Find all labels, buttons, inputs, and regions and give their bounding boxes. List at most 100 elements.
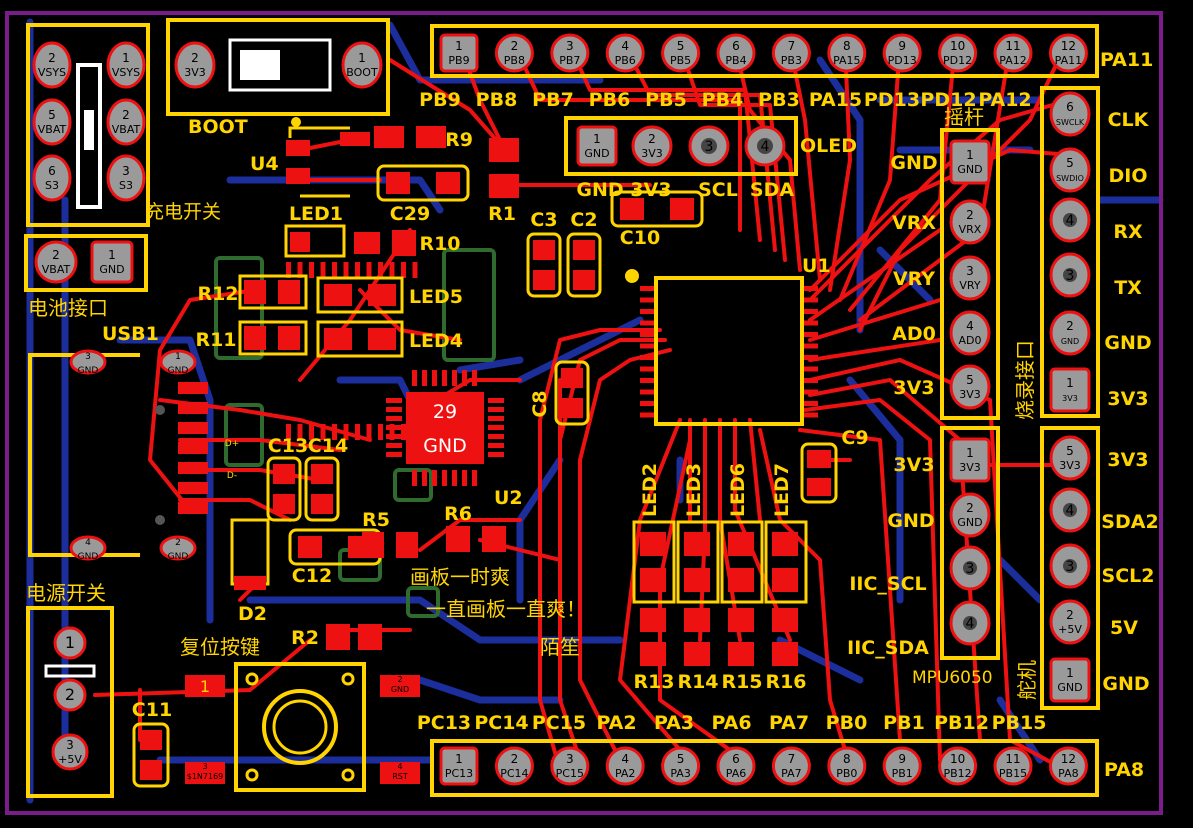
program-port-silk-label: RX <box>1113 221 1143 243</box>
pin-number: 1 <box>1066 376 1074 390</box>
mpu6050-pin: 4 <box>949 600 991 646</box>
pin-name: 3V3 <box>959 461 981 474</box>
r12-resistor: R12 <box>197 274 308 310</box>
r15-resistor: R15 <box>721 608 763 693</box>
mpu6050-silk-label: IIC_SDA <box>847 637 929 659</box>
top-header-silk-label: PB6 <box>589 89 631 111</box>
pin-name: GND <box>78 366 99 376</box>
c11-capacitor: C11 <box>132 699 172 788</box>
usb-label: USB1 <box>102 323 159 345</box>
pin-number: 1 <box>966 446 974 460</box>
pin-number: 12 <box>1061 752 1076 766</box>
reset-pad-name: $1N7169 <box>187 772 224 781</box>
led1-label: LED1 <box>289 203 343 225</box>
r13-label: R13 <box>633 671 674 693</box>
r13-resistor: R13 <box>633 608 675 693</box>
pin-name: PC14 <box>500 767 528 780</box>
pin-number: 1 <box>175 352 181 362</box>
pin-name: 3V3 <box>1062 394 1078 403</box>
pin-number: 2 <box>65 685 75 704</box>
led3-label: LED3 <box>683 463 705 517</box>
u2-ic: 29 GND U2 <box>386 370 523 509</box>
led4: LED4 <box>316 320 463 358</box>
pin-name: PB3 <box>781 54 802 67</box>
pin-number: 2 <box>648 132 656 146</box>
usb-dplus-label: D+ <box>225 439 239 449</box>
bottom-copper-traces <box>26 18 1164 804</box>
bottom-header-silk-label: PB0 <box>826 712 868 734</box>
pin-number: 2 <box>511 752 519 766</box>
c3-capacitor-label: C3 <box>530 209 557 231</box>
r6-label: R6 <box>444 503 472 525</box>
pin-name: VBAT <box>42 263 71 276</box>
d2-label: D2 <box>238 603 267 625</box>
pin-number: 9 <box>898 39 906 53</box>
pin-name: GND <box>78 552 99 562</box>
pin-name: PD12 <box>943 54 972 67</box>
r16-label: R16 <box>765 671 806 693</box>
program-port-silk-label: GND <box>1104 332 1151 354</box>
reset-pad-name: RST <box>392 772 408 781</box>
top-header-silk-label: PB7 <box>532 89 574 111</box>
top-copper-traces <box>93 44 1072 772</box>
bottom-header-silk-label: PA6 <box>711 712 751 734</box>
pin-name: GND <box>957 516 982 529</box>
servo-silk-label: 5V <box>1110 617 1138 639</box>
reset-pad-num: 1 <box>200 677 210 696</box>
u1-label: U1 <box>802 255 831 277</box>
pin-number: 2 <box>511 39 519 53</box>
pin-number: 6 <box>48 164 56 178</box>
pin-name: PD13 <box>888 54 917 67</box>
power-switch-label: 电源开关 <box>26 581 106 605</box>
power-switch-pin: 2 <box>53 678 87 712</box>
joystick-silk-label: AD0 <box>892 323 936 345</box>
bottom-header-silk-label: PC14 <box>474 712 528 734</box>
servo-silk-label: SCL2 <box>1102 565 1155 587</box>
bottom-header-silk-label: PA3 <box>654 712 694 734</box>
pin-name: GND <box>957 163 982 176</box>
c2-capacitor-label: C2 <box>570 209 597 231</box>
bottom-header-silk-label: PB12 <box>934 712 989 734</box>
joystick-silk-label: GND <box>890 152 937 174</box>
c2-capacitor: C2 <box>566 209 602 298</box>
u1-mcu: U1 <box>286 255 831 440</box>
pin-name: PB15 <box>999 767 1027 780</box>
c10-capacitor: C10 <box>610 190 704 249</box>
bottom-header-silk-label: PA2 <box>596 712 636 734</box>
pin-number: 5 <box>677 39 685 53</box>
pin-name: VBAT <box>112 123 141 136</box>
pin-number: 1 <box>455 752 463 766</box>
pin-number: 10 <box>950 39 965 53</box>
r5-label: R5 <box>362 509 390 531</box>
pin-number: 7 <box>788 752 796 766</box>
program-port-silk-label: DIO <box>1109 165 1148 187</box>
led5-label: LED5 <box>409 286 463 308</box>
pin-name: PB6 <box>615 54 636 67</box>
pin-name: VBAT <box>38 123 67 136</box>
pin-name: PB7 <box>559 54 580 67</box>
led7-label: LED7 <box>771 463 793 517</box>
pin-number: 3 <box>66 738 74 752</box>
c14-capacitor: C14 <box>304 435 348 522</box>
